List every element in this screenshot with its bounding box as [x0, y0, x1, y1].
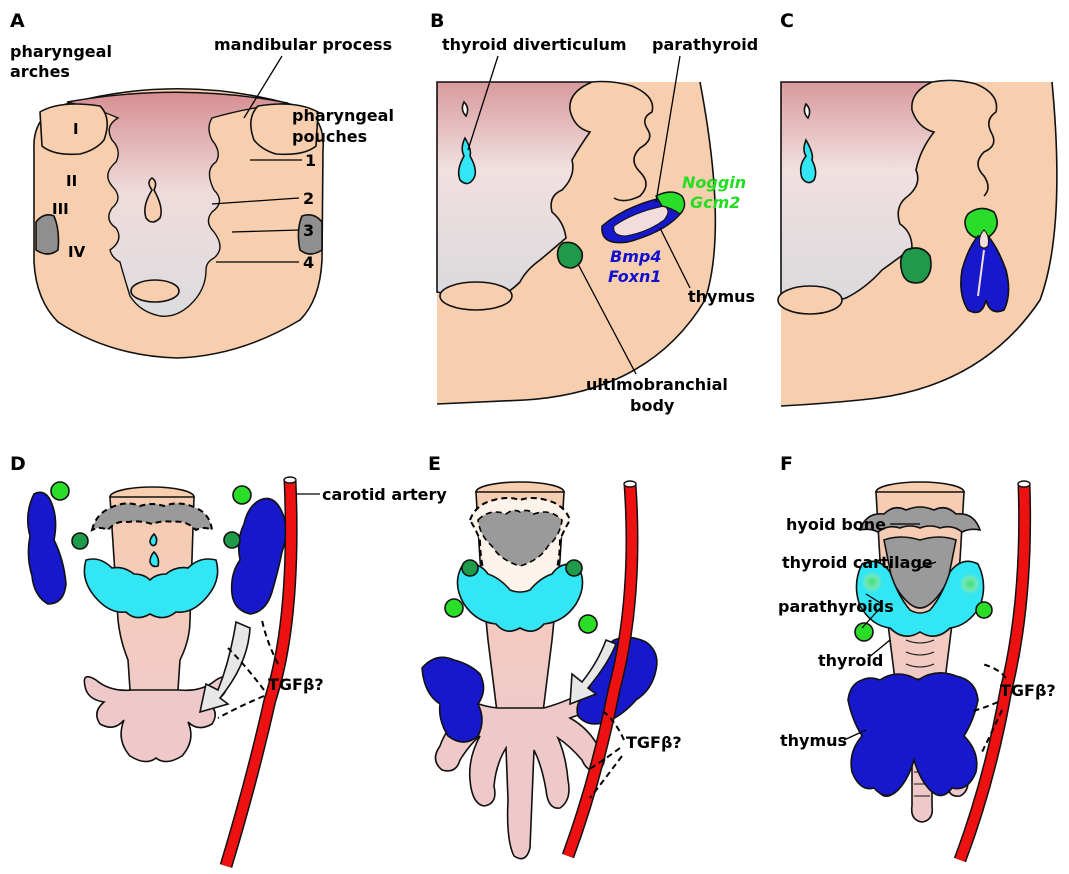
tgfb-label-f: TGFβ? — [1000, 681, 1056, 700]
panel-label-c: C — [780, 10, 794, 32]
panel-a: A I II III IV pharyngeal arches mandibul… — [10, 10, 394, 358]
parathyroid-green-2-d — [233, 486, 251, 504]
tgfb-label-d: TGFβ? — [268, 675, 324, 694]
carotid-top-e — [624, 481, 636, 487]
pharyngeal-pouches-label-line1: pharyngeal — [292, 106, 394, 125]
panel-e: E TGFβ? — [422, 453, 682, 859]
ultimobranchial-label-line1: ultimobranchial — [586, 375, 728, 394]
thyroid-cartilage-label: thyroid cartilage — [782, 553, 933, 572]
parathyroid-e1 — [445, 599, 463, 617]
thymus-label-b: thymus — [688, 287, 755, 306]
ultimobranchial-e2 — [566, 560, 582, 576]
panel-label-b: B — [430, 10, 444, 32]
pouch-number-2: 2 — [303, 189, 314, 208]
parathyroid-label: parathyroid — [652, 35, 758, 54]
noggin-label: Noggin — [682, 173, 746, 192]
carotid-artery-label: carotid artery — [322, 485, 447, 504]
parathyroid-embedded-f2 — [958, 572, 982, 596]
panel-label-e: E — [428, 453, 441, 475]
tgfb-label-e: TGFβ? — [626, 733, 682, 752]
panel-f: F hyoid bone thyroid cartilage parathyro… — [778, 453, 1056, 860]
ventral-blob-b — [440, 282, 512, 310]
panel-label-a: A — [10, 10, 25, 32]
pouch-number-1: 1 — [305, 151, 316, 170]
parathyroid-e2 — [579, 615, 597, 633]
bmp4-label: Bmp4 — [610, 247, 661, 266]
parathyroid-f2 — [976, 602, 992, 618]
gcm2-label: Gcm2 — [690, 193, 740, 212]
pharyngeal-arches-label-line1: pharyngeal — [10, 42, 112, 61]
thymus-right-d — [232, 499, 286, 615]
parathyroid-green-1-d — [51, 482, 69, 500]
arch-numeral-iii: III — [52, 200, 69, 218]
pouch-number-3: 3 — [303, 221, 314, 240]
panel-d: D carotid artery TGFβ? — [10, 453, 447, 866]
carotid-artery-fill-f — [960, 484, 1025, 860]
ultimobranchial-e1 — [462, 560, 478, 576]
panel-c: C — [778, 10, 1057, 406]
hyoid-bone-label: hyoid bone — [786, 515, 886, 534]
carotid-top-d — [284, 477, 296, 483]
parathyroid-embedded-f1 — [860, 570, 884, 594]
arch-numeral-iv: IV — [68, 243, 86, 261]
arch-numeral-i: I — [73, 120, 79, 138]
thymus-left-d — [28, 492, 66, 604]
thymus-label-f: thymus — [780, 731, 847, 750]
pouch-number-4: 4 — [303, 253, 314, 272]
ultimobranchial-d1 — [72, 533, 88, 549]
pharyngeal-arches-label-line2: arches — [10, 62, 70, 81]
ultimobranchial-label-line2: body — [630, 396, 675, 415]
tgfb-arrow-f1 — [982, 664, 1006, 678]
arch-numeral-ii: II — [66, 172, 77, 190]
carotid-top-f — [1018, 481, 1030, 487]
fourth-pouch-tissue-left — [36, 215, 59, 254]
tgfb-arrow-d3 — [218, 696, 264, 718]
foxn1-label: Foxn1 — [608, 267, 662, 286]
panel-label-f: F — [780, 453, 793, 475]
ventral-blob-c — [778, 286, 842, 314]
ultimobranchial-body-c — [901, 248, 931, 283]
ultimobranchial-d2 — [224, 532, 240, 548]
ventral-swelling — [131, 280, 179, 302]
thymus-left-e — [422, 657, 484, 742]
thyroid-diverticulum-label: thyroid diverticulum — [442, 35, 627, 54]
panel-label-d: D — [10, 453, 26, 475]
migration-arrow-d — [200, 622, 250, 712]
pharyngeal-pouches-label-line2: pouches — [292, 127, 367, 146]
mandibular-process-label: mandibular process — [214, 35, 392, 54]
panel-b: B thyroid diverticulum parathyroid Noggi… — [430, 10, 758, 415]
